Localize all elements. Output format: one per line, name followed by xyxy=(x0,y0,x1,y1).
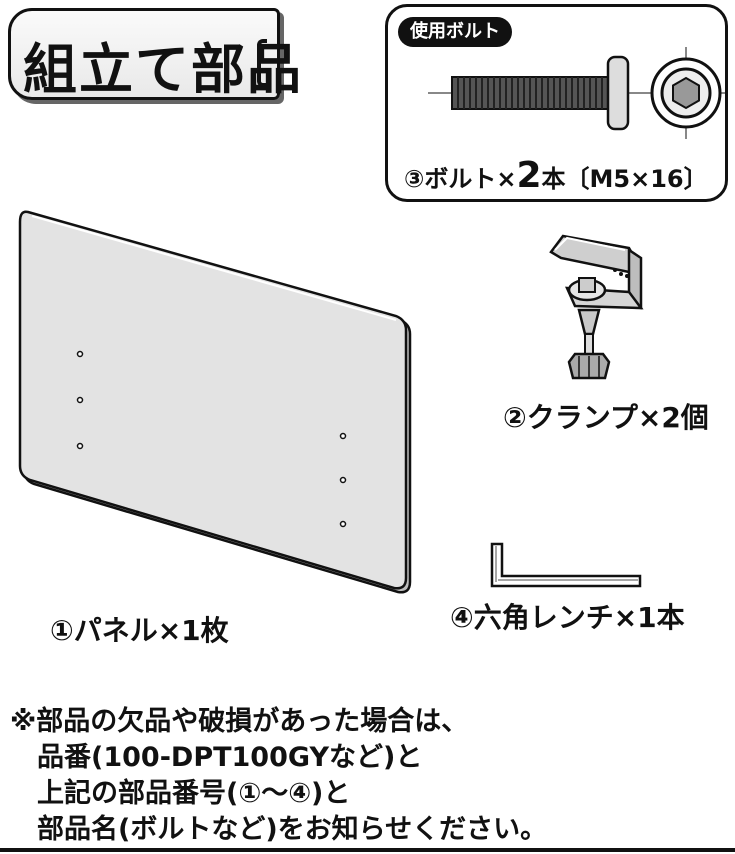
note-line: 部品名(ボルトなど)をお知らせください。 xyxy=(37,814,548,845)
part-label-panel: ①パネル×1枚 xyxy=(50,614,229,647)
bolt-caption-count: 2 xyxy=(516,155,542,196)
part-label-clamp: ②クランプ×2個 xyxy=(503,401,709,434)
bolt-tag: 使用ボルト xyxy=(398,17,512,47)
bolt-caption-suffix: 本〔M5×16〕 xyxy=(541,165,708,193)
bolt-icon xyxy=(428,47,728,139)
clamp-icon xyxy=(549,234,644,380)
part-label-hex-wrench: ④六角レンチ×1本 xyxy=(450,601,685,634)
bolt-caption-prefix: ③ボルト× xyxy=(404,165,517,193)
bottom-divider xyxy=(0,848,735,852)
bolt-caption: ③ボルト×2本〔M5×16〕 xyxy=(404,155,708,196)
note-line: 品番(100-DPT100GYなど)と xyxy=(37,742,423,773)
note-line: ※部品の欠品や破損があった場合は、 xyxy=(10,706,469,737)
page-title: 組立て部品 xyxy=(23,38,303,101)
note-line: 上記の部品番号(①〜④)と xyxy=(37,778,351,809)
bolt-spec-box: 使用ボルト ③ボルト×2本〔M5×16〕 xyxy=(385,4,728,202)
hex-wrench-icon xyxy=(490,542,642,588)
missing-parts-note: ※部品の欠品や破損があった場合は、 品番(100-DPT100GYなど)と 上記… xyxy=(10,704,547,848)
title-badge: 組立て部品 xyxy=(8,8,301,101)
title-bracket-decoration xyxy=(257,39,267,87)
